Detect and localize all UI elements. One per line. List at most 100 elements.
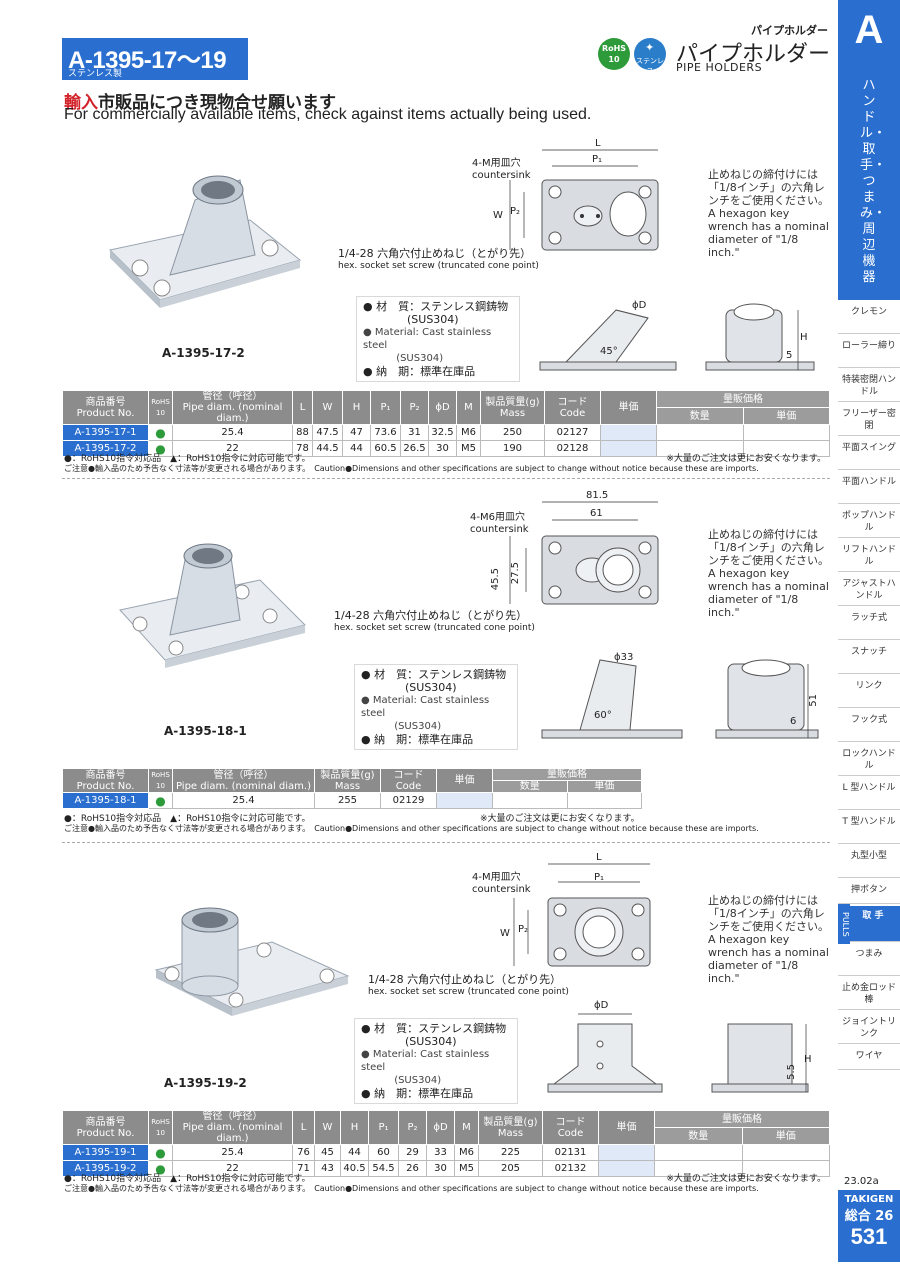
dim-45.5: 45.5 [490, 568, 501, 591]
sidebar-item[interactable]: T 型ハンドル [838, 812, 900, 844]
setscrew-en: hex. socket set screw (truncated cone po… [334, 623, 535, 633]
sidebar-item[interactable]: 押ボタン [838, 880, 900, 904]
sidebar-item[interactable]: クレモン [838, 302, 900, 334]
product-label-19: A-1395-19-2 [164, 1076, 247, 1090]
stainless-badge-label: ステンレス [636, 57, 664, 75]
import-notice-red: 輸入 [64, 93, 98, 113]
pipe-cell: 22 [172, 440, 293, 457]
P1-cell: 60 [368, 1144, 399, 1161]
sidebar-item[interactable]: L 型ハンドル [838, 778, 900, 810]
star-icon: ✦ [645, 41, 655, 54]
page-footer-box: TAKIGEN 総合 26 531 [838, 1190, 900, 1262]
page-number: 531 [850, 1224, 888, 1249]
sidebar-item[interactable]: ワイヤ [838, 1046, 900, 1070]
D-cell: 33 [426, 1144, 455, 1161]
sidebar-item[interactable]: ローラー締り [838, 336, 900, 368]
side-view-drawing-18 [541, 659, 819, 739]
mass-cell: 250 [480, 424, 545, 441]
sidebar-item[interactable]: 平面ハンドル [838, 472, 900, 504]
volume-price-cell [742, 440, 830, 457]
countersink-callout-17: 4-M用皿穴 countersink [472, 158, 531, 182]
material-jp: ● 材 質：ステンレス鋼鋳物 (SUS304) [361, 668, 507, 694]
material-box-17: ● 材 質：ステンレス鋼鋳物 (SUS304) ● Material: Cast… [356, 296, 520, 382]
side-view-drawing-19 [547, 1013, 809, 1093]
sidebar-item[interactable]: フック式 [838, 710, 900, 742]
dim-phi33: ϕ33 [614, 652, 634, 663]
sidebar-item[interactable]: ラッチ式 [838, 608, 900, 640]
volume-qty-cell [492, 792, 568, 809]
setscrew-en: hex. socket set screw (truncated cone po… [338, 261, 539, 271]
side-view-drawing-17 [539, 303, 815, 371]
mass-cell: 225 [478, 1144, 543, 1161]
import-notice-en: For commercially available items, check … [64, 106, 592, 123]
legend-19: ●：RoHS10指令対応品 ▲：RoHS10指令に対応可能です。※大量のご注文は… [64, 1174, 826, 1193]
setscrew-callout-19: 1/4-28 六角穴付止めねじ（とがり先） hex. socket set sc… [368, 974, 569, 998]
rohs-status-cell: ● [148, 792, 173, 809]
sidebar-item[interactable]: ジョイントリンク [838, 1012, 900, 1044]
H-cell: 47 [342, 424, 371, 441]
hex-key-note-en: A hexagon key wrench has a nominal diame… [708, 567, 829, 619]
setscrew-jp: 1/4-28 六角穴付止めねじ（とがり先） [334, 609, 528, 622]
top-view-drawing-19 [513, 863, 651, 967]
product-label-18: A-1395-18-1 [164, 724, 247, 738]
setscrew-en: hex. socket set screw (truncated cone po… [368, 987, 569, 997]
sidebar-item[interactable]: ポップハンドル [838, 506, 900, 538]
M-cell: M5 [456, 440, 481, 457]
H-cell: 44 [340, 1144, 369, 1161]
unit-price-cell [436, 792, 493, 809]
dim-W-19: W [500, 928, 510, 939]
dim-51: 51 [808, 694, 819, 707]
rohs-status-cell: ● [148, 1160, 173, 1177]
sidebar-item[interactable]: スナッチ [838, 642, 900, 674]
sidebar-item[interactable]: つまみ [838, 944, 900, 976]
D-cell: 30 [428, 440, 457, 457]
sidebar-item[interactable]: アジャストハンドル [838, 574, 900, 606]
category-small: パイプホルダー [751, 24, 828, 37]
mass-cell: 205 [478, 1160, 543, 1177]
sidebar-item[interactable]: 丸型小型 [838, 846, 900, 878]
sidebar-item[interactable]: 平面スイング [838, 438, 900, 470]
W-cell: 44.5 [312, 440, 343, 457]
unit-price-cell [600, 440, 657, 457]
dim-angle-60: 60° [594, 710, 612, 721]
mass-cell: 255 [314, 792, 381, 809]
rohs-badge-icon: RoHS 10 [598, 38, 630, 70]
legend-18: ●：RoHS10指令対応品 ▲：RoHS10指令に対応可能です。※大量のご注文は… [64, 814, 759, 833]
sidebar-item[interactable]: ロックハンドル [838, 744, 900, 776]
product-number-cell: A-1395-19-2 [62, 1160, 149, 1177]
product-number-cell: A-1395-17-1 [62, 424, 149, 441]
volume-price-cell [566, 792, 642, 809]
unit-price-cell [598, 1144, 655, 1161]
sidebar-item[interactable]: リンク [838, 676, 900, 708]
sidebar-item[interactable]: フリーザー密閉 [838, 404, 900, 436]
sidebar-item[interactable]: リフトハンドル [838, 540, 900, 572]
hex-key-note-en: A hexagon key wrench has a nominal diame… [708, 207, 829, 259]
delivery: ● 納 期：標準在庫品 [361, 1087, 474, 1100]
sidebar-item[interactable]: 止め金ロッド棒 [838, 978, 900, 1010]
page-title-en: PIPE HOLDERS [676, 61, 763, 74]
product-code-banner: A-1395-17〜19 ステンレス製 [62, 38, 248, 80]
D-cell: 30 [426, 1160, 455, 1177]
hex-key-note-19: 止めねじの締付けには「1/8インチ」の六角レンチをご使用ください。 A hexa… [708, 894, 830, 985]
volume-price-cell [741, 1144, 830, 1161]
countersink-en: countersink [470, 524, 529, 535]
hex-key-note-jp: 止めねじの締付けには「1/8インチ」の六角レンチをご使用ください。 [708, 528, 829, 567]
delivery: ● 納 期：標準在庫品 [361, 733, 474, 746]
countersink-m6-jp: 4-M6用皿穴 [470, 512, 525, 523]
dim-P2-19: P₂ [518, 924, 529, 935]
hex-key-note-18: 止めねじの締付けには「1/8インチ」の六角レンチをご使用ください。 A hexa… [708, 528, 830, 619]
dim-P2-17: P₂ [510, 206, 521, 217]
countersink-jp: 4-M用皿穴 [472, 158, 521, 169]
code-cell: 02128 [544, 440, 601, 457]
product-photo-19 [154, 907, 350, 1016]
pipe-cell: 25.4 [172, 1144, 293, 1161]
W-cell: 47.5 [312, 424, 343, 441]
stainless-badge-icon: ✦ ステンレス [634, 38, 666, 75]
sidebar-item[interactable]: 特装密閉ハンドル [838, 370, 900, 402]
material-en: ● Material: Cast stainless steel (SUS304… [361, 1049, 490, 1086]
